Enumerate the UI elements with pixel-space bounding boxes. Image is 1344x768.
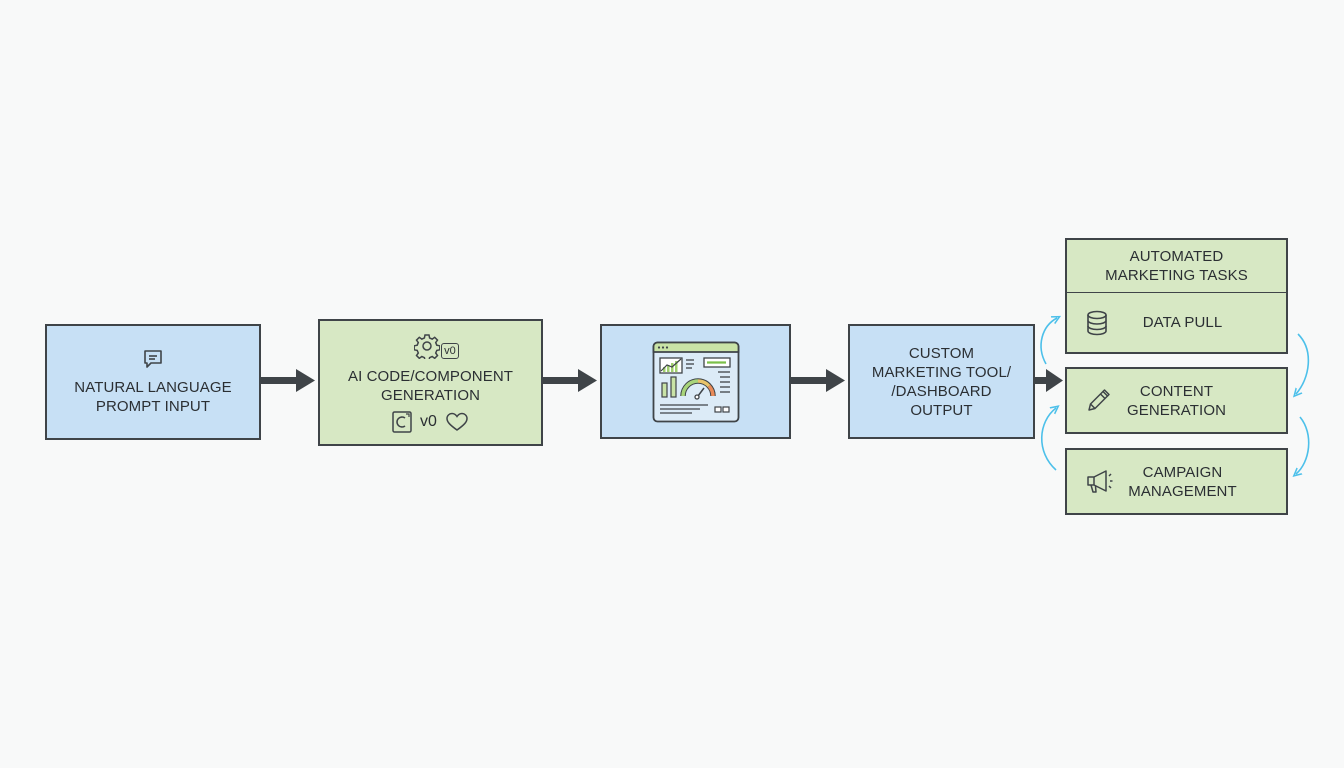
prompt-input-label: NATURAL LANGUAGE PROMPT INPUT (74, 379, 232, 415)
cycle-arrow-right-upper (1296, 333, 1310, 394)
task-campaign-management: CAMPAIGN MANAGEMENT (1065, 448, 1288, 515)
data-pull-label: DATA PULL (1142, 314, 1223, 331)
marketing-tool-output-node: CUSTOM MARKETING TOOL/ /DASHBOARD OUTPUT (848, 324, 1035, 439)
v0-text: v0 (419, 413, 438, 430)
database-icon (1087, 310, 1107, 335)
ai-generation-node: v0 AI CODE/COMPONENT GENERATION v0 (318, 319, 543, 446)
pen-icon (1088, 388, 1110, 411)
dashboard-node (600, 324, 791, 439)
cycle-arrow-left-lower (1041, 408, 1056, 471)
megaphone-icon (1087, 469, 1113, 493)
gear-icon (414, 333, 441, 359)
task-content-generation: CONTENT GENERATION (1065, 367, 1288, 434)
dashboard-window-icon (652, 341, 739, 422)
v0-badge: v0 (441, 342, 459, 359)
flow-arrow-3 (791, 369, 845, 392)
flow-arrow-4 (1035, 369, 1063, 392)
code-component-icon (392, 410, 412, 433)
flow-arrow-2 (543, 369, 597, 392)
cycle-arrow-left-upper (1040, 318, 1057, 365)
flow-arrow-1 (261, 369, 315, 392)
heart-icon (446, 412, 468, 431)
automated-tasks-header: AUTOMATED MARKETING TASKS (1065, 238, 1288, 293)
task-data-pull: DATA PULL (1065, 292, 1288, 354)
prompt-input-node: NATURAL LANGUAGE PROMPT INPUT (45, 324, 261, 440)
campaign-management-label: CAMPAIGN MANAGEMENT (1128, 463, 1237, 500)
cycle-arrow-right-lower (1296, 416, 1310, 474)
marketing-tool-output-label: CUSTOM MARKETING TOOL/ /DASHBOARD OUTPUT (871, 344, 1012, 419)
ai-generation-label: AI CODE/COMPONENT GENERATION (347, 367, 514, 404)
chat-bubble-icon (144, 350, 162, 368)
automated-tasks-title: AUTOMATED MARKETING TASKS (1105, 248, 1248, 284)
content-generation-label: CONTENT GENERATION (1126, 382, 1227, 419)
